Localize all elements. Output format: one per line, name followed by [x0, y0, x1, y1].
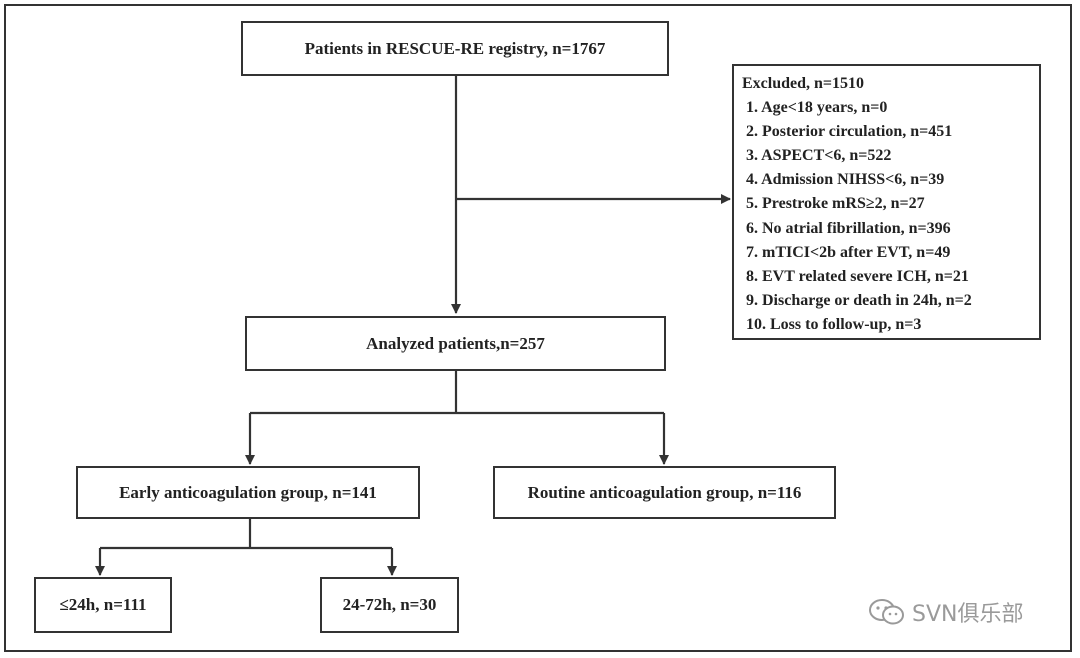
early-group-label: Early anticoagulation group, n=141: [119, 482, 377, 502]
routine-group-label: Routine anticoagulation group, n=116: [527, 482, 802, 502]
analyzed-label: Analyzed patients,n=257: [366, 333, 545, 353]
excluded-item: 9. Discharge or death in 24h, n=2: [746, 291, 972, 309]
h24-72-label: 24-72h, n=30: [342, 595, 437, 614]
excluded-box: Excluded, n=1510 1. Age<18 years, n=0 2.…: [732, 64, 1041, 340]
routine-group-box: Routine anticoagulation group, n=116: [493, 466, 836, 519]
le24h-box: ≤24h, n=111: [34, 577, 172, 633]
excluded-item: 6. No atrial fibrillation, n=396: [746, 219, 951, 237]
le24h-label: ≤24h, n=111: [59, 595, 147, 614]
excluded-item: 3. ASPECT<6, n=522: [746, 147, 892, 165]
excluded-item: 2. Posterior circulation, n=451: [746, 123, 953, 141]
excluded-item: 10. Loss to follow-up, n=3: [746, 315, 922, 333]
analyzed-box: Analyzed patients,n=257: [245, 316, 666, 371]
registry-label: Patients in RESCUE-RE registry, n=1767: [304, 38, 606, 58]
excluded-item: 8. EVT related severe ICH, n=21: [746, 267, 969, 285]
h24-72-box: 24-72h, n=30: [320, 577, 459, 633]
excluded-title: Excluded, n=1510: [742, 75, 865, 92]
wechat-icon: [869, 599, 904, 625]
diagram-frame: [4, 4, 1072, 652]
excluded-item: 7. mTICI<2b after EVT, n=49: [746, 243, 951, 261]
watermark: SVN俱乐部: [868, 596, 1023, 628]
excluded-item: 5. Prestroke mRS≥2, n=27: [746, 195, 925, 213]
watermark-text: SVN俱乐部: [912, 602, 1024, 627]
registry-box: Patients in RESCUE-RE registry, n=1767: [241, 21, 669, 76]
excluded-item: 1. Age<18 years, n=0: [746, 99, 888, 117]
excluded-item: 4. Admission NIHSS<6, n=39: [746, 171, 945, 189]
early-group-box: Early anticoagulation group, n=141: [76, 466, 420, 519]
